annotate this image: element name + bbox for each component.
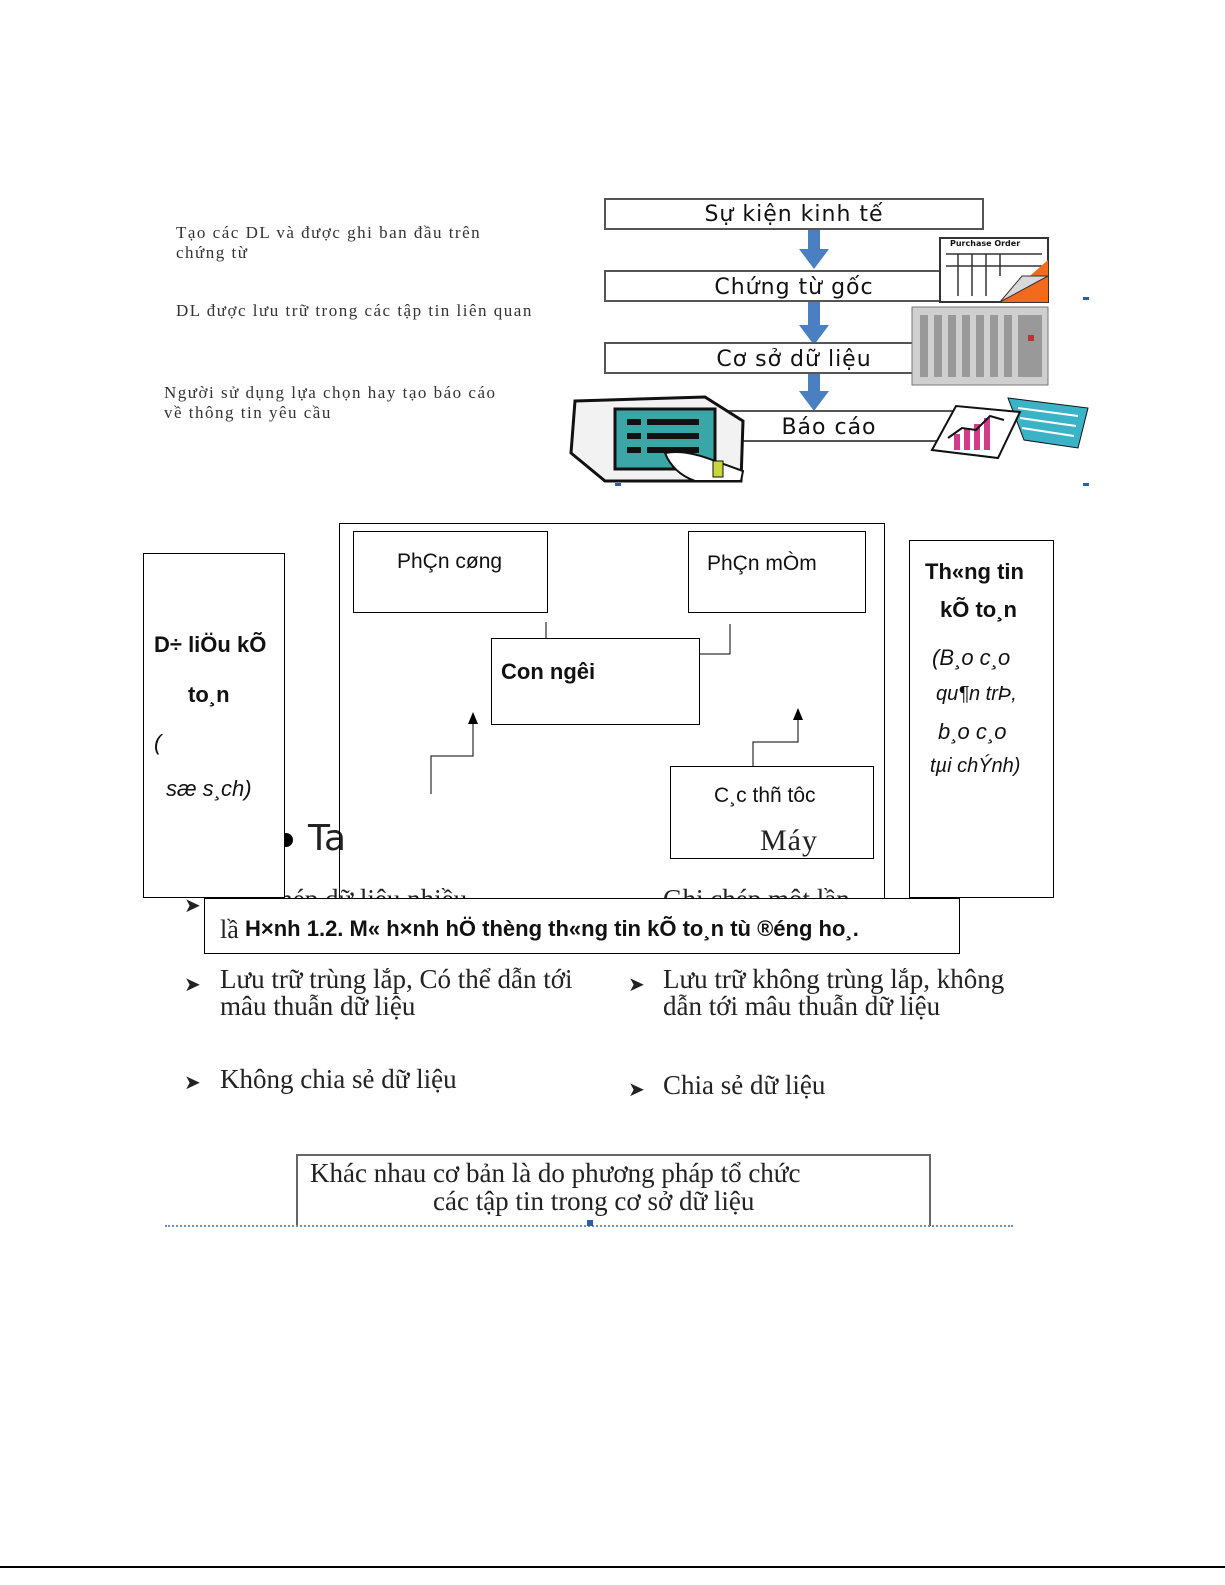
figure-caption: H×nh 1.2. M« h×nh hÖ thèng th«ng tin kÕ … xyxy=(245,916,859,941)
bullet-arrow-icon: ➤ xyxy=(184,1070,201,1094)
conclusion-line-2: các tập tin trong cơ sở dữ liệu xyxy=(433,1186,755,1216)
flow-description-1: Tạo các DL và được ghi ban đầu trên chứn… xyxy=(176,223,482,262)
dotted-divider xyxy=(165,1225,1013,1227)
output-info-title-2: kÕ to¸n xyxy=(940,597,1017,622)
right-point-sharing: Chia sẻ dữ liệu xyxy=(663,1070,826,1100)
left-partial-text-2: lầ xyxy=(220,915,239,944)
input-data-paren: ( xyxy=(154,730,162,755)
input-data-title-2: to¸n xyxy=(188,682,230,707)
software-label: PhÇn mÒm xyxy=(707,552,817,575)
flow-description-2: DL được lưu trữ trong các tập tin liên q… xyxy=(176,301,533,320)
report-charts-icon xyxy=(930,397,1089,460)
flow-arrows xyxy=(799,225,829,411)
procedures-label: C¸c thñ tôc xyxy=(714,784,816,807)
machine-label-fragment: Máy xyxy=(760,824,818,857)
people-box: Con ng­êi xyxy=(491,638,700,725)
left-point-redundant-storage: Lưu trữ trùng lắp, Có thể dẫn tới mâu th… xyxy=(220,964,573,1021)
software-box: PhÇn mÒm xyxy=(688,531,866,613)
hardware-label: PhÇn cøng xyxy=(397,550,503,573)
right-point-no-redundancy: Lưu trữ không trùng lắp, không dẫn tới m… xyxy=(663,964,1005,1021)
selection-handle xyxy=(1083,483,1089,486)
output-info-note-2: qu¶n trÞ, xyxy=(936,683,1017,705)
bullet-arrow-icon: ➤ xyxy=(184,972,201,996)
bullet-arrow-icon: ➤ xyxy=(628,972,645,996)
output-info-note-3: b¸o c¸o xyxy=(938,719,1007,744)
input-data-title-1: D÷ liÖu kÕ xyxy=(154,632,267,657)
figure-caption-box: lầ H×nh 1.2. M« h×nh hÖ thèng th«ng tin … xyxy=(204,898,960,954)
input-data-note: sæ s¸ch) xyxy=(166,776,252,801)
flow-step-economic-event: Sự kiện kinh tế xyxy=(604,198,984,230)
procedures-box: C¸c thñ tôc xyxy=(670,766,874,859)
bullet-arrow-icon: ➤ xyxy=(628,1077,645,1101)
output-info-box: Th«ng tin kÕ to¸n (B¸o c¸o qu¶n trÞ, b¸o… xyxy=(909,540,1054,898)
server-rack-icon xyxy=(911,306,1049,386)
selection-handle xyxy=(587,1220,593,1226)
selection-handle xyxy=(615,483,621,486)
system-frame: PhÇn cøng PhÇn mÒm Con ng­êi C¸c thñ tôc xyxy=(339,523,885,899)
flow-description-3: Người sử dụng lựa chọn hay tạo báo cáo v… xyxy=(164,383,497,422)
output-info-title-1: Th«ng tin xyxy=(925,559,1024,584)
selection-handle xyxy=(1083,297,1089,300)
purchase-order-label: Purchase Order xyxy=(950,239,1021,248)
people-label: Con ng­êi xyxy=(501,659,596,684)
output-info-note-1: (B¸o c¸o xyxy=(932,645,1011,670)
conclusion-box: Khác nhau cơ bản là do phương pháp tổ ch… xyxy=(296,1154,931,1226)
conclusion-line-1: Khác nhau cơ bản là do phương pháp tổ ch… xyxy=(310,1158,801,1188)
hardware-box: PhÇn cøng xyxy=(353,531,548,613)
purchase-order-document-icon: Purchase Order xyxy=(938,236,1050,306)
bullet-arrow-icon: ➤ xyxy=(184,893,201,917)
flow-step-source-documents: Chứng từ gốc xyxy=(604,270,984,302)
touch-screen-terminal-icon xyxy=(569,395,745,483)
output-info-note-4: tµi chÝnh) xyxy=(930,755,1021,777)
left-point-no-sharing: Không chia sẻ dữ liệu xyxy=(220,1064,457,1094)
page-bottom-border xyxy=(0,1566,1225,1568)
input-data-box: D÷ liÖu kÕ to¸n ( sæ s¸ch) xyxy=(143,553,285,898)
